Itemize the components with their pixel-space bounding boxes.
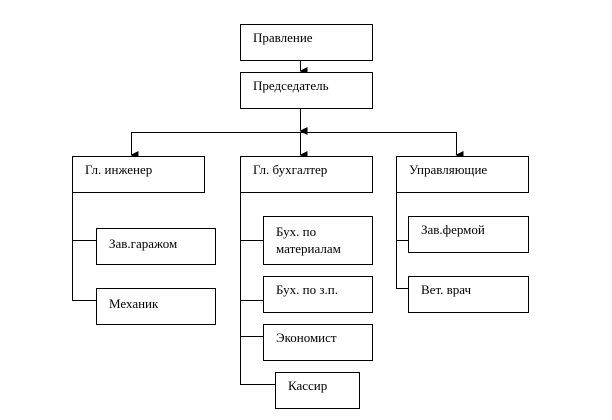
node-payroll-accountant: Бух. по з.п. <box>263 276 373 313</box>
node-vet: Вет. врач <box>408 276 529 313</box>
node-materials-accountant: Бух. по материалам <box>263 216 373 265</box>
node-chief-accountant: Гл. бухгалтер <box>240 156 373 193</box>
node-managers: Управляющие <box>396 156 529 193</box>
node-label-line1: Бух. по <box>276 224 317 239</box>
node-label: Зав.фермой <box>421 222 485 237</box>
node-label: Кассир <box>288 378 328 393</box>
node-label: Гл. бухгалтер <box>253 162 328 177</box>
node-board: Правление <box>240 24 373 61</box>
node-label: Управляющие <box>409 162 488 177</box>
node-label: Механик <box>109 296 159 311</box>
node-label: Бух. по з.п. <box>276 282 338 297</box>
node-mechanic: Механик <box>96 288 216 325</box>
node-label-line2: материалам <box>276 241 341 256</box>
node-label: Правление <box>253 30 313 45</box>
node-farm-head: Зав.фермой <box>408 216 529 253</box>
node-label: Гл. инженер <box>85 162 153 177</box>
node-label: Вет. врач <box>421 282 472 297</box>
node-label: Экономист <box>276 330 337 345</box>
accountant-branch <box>240 192 275 385</box>
node-cashier: Кассир <box>275 372 360 409</box>
node-chairman: Председатель <box>240 72 373 109</box>
managers-branch <box>396 192 408 289</box>
node-chief-engineer: Гл. инженер <box>72 156 205 193</box>
node-economist: Экономист <box>263 324 373 361</box>
engineer-branch <box>72 192 96 301</box>
node-label: Председатель <box>253 78 329 93</box>
node-garage-head: Зав.гаражом <box>96 228 216 265</box>
node-label: Зав.гаражом <box>109 236 178 251</box>
